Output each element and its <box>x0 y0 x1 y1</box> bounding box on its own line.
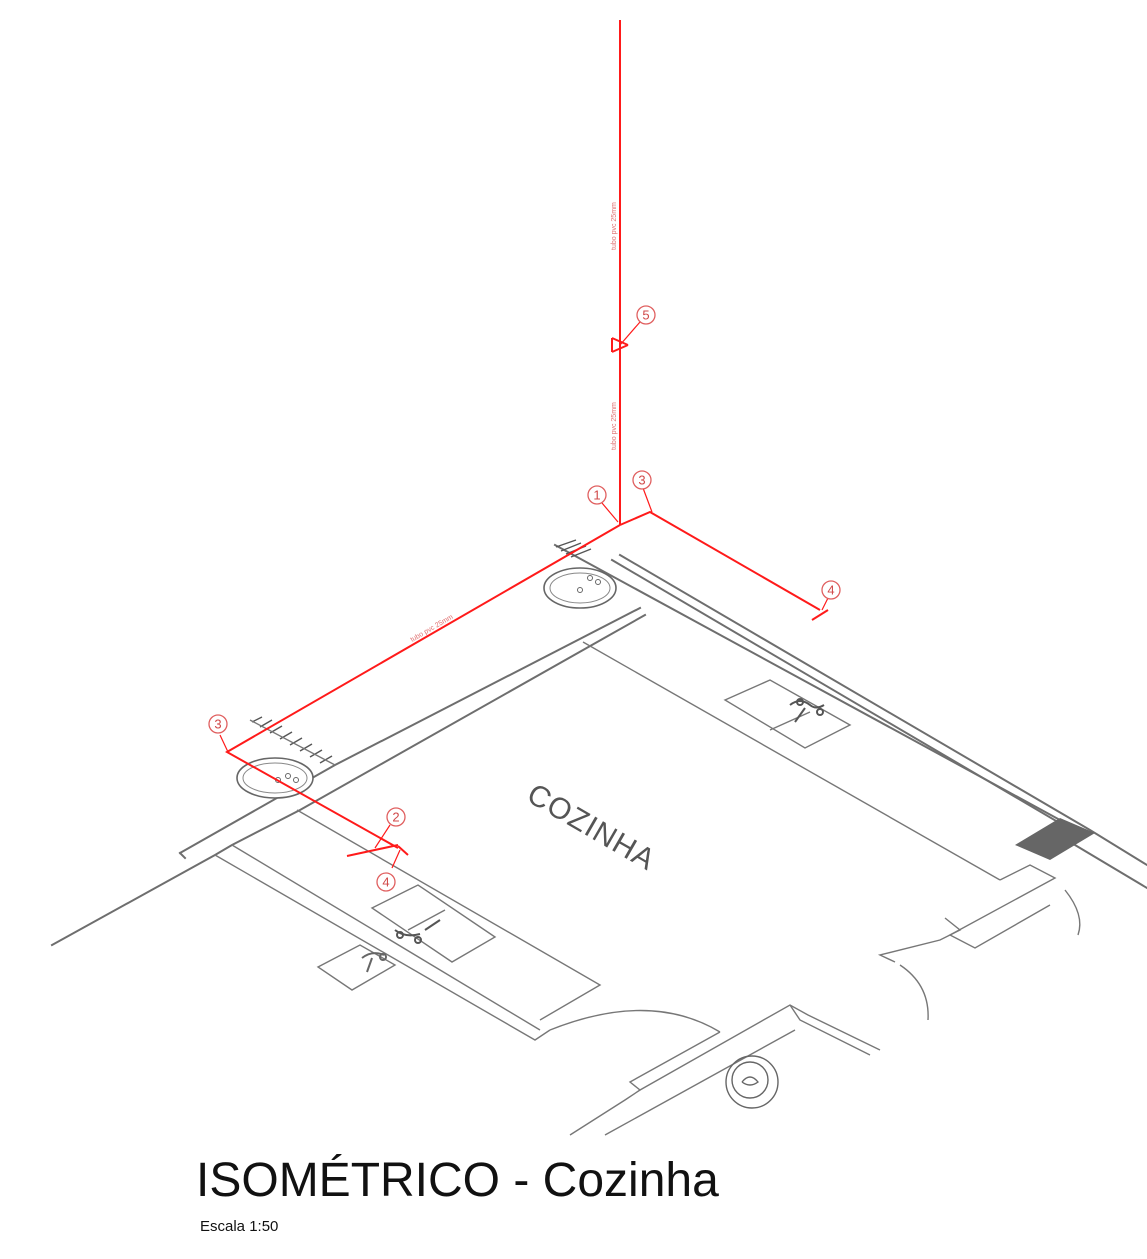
drawing-scale: Escala 1:50 <box>200 1218 279 1235</box>
tag-5: 5 <box>636 305 656 325</box>
door-jamb-right-2 <box>877 917 962 963</box>
svg-text:1: 1 <box>593 488 600 503</box>
back-wall-line-3 <box>1073 843 1147 890</box>
room-label: COZINHA <box>522 777 661 877</box>
counter-plate-right <box>723 679 852 749</box>
faucet-right-icon <box>789 698 825 723</box>
floor-drain-icon <box>725 1055 779 1109</box>
counter-plate-left-divider <box>407 909 446 931</box>
floor-edge-right <box>582 641 1001 881</box>
door-jamb-right <box>948 864 1057 949</box>
leader-2 <box>374 824 391 849</box>
pipe-end-lower <box>397 845 409 856</box>
leader-4-lower <box>391 849 401 869</box>
svg-text:4: 4 <box>382 875 389 890</box>
back-wall-inner <box>618 553 1147 867</box>
leader-1 <box>601 502 619 523</box>
tag-3-left: 3 <box>208 714 228 734</box>
door-jamb-bottom <box>628 1004 881 1091</box>
hatch-bottom <box>249 716 336 766</box>
svg-text:5: 5 <box>642 308 649 323</box>
tag-2: 2 <box>386 807 406 827</box>
door-jamb-bottom-2 <box>569 1089 641 1136</box>
pipe-branch-right <box>619 510 821 611</box>
tag-3-top: 3 <box>632 470 652 490</box>
pipe-label-upper: tubo pvc 25mm <box>611 202 618 250</box>
tag-4-top: 4 <box>821 580 841 600</box>
counter-plate-left <box>370 884 497 963</box>
counter-left-edge <box>214 854 551 1041</box>
valve-5-icon <box>611 337 629 353</box>
counter-left-front <box>296 809 602 1021</box>
pipe-label-lower: tubo pvc 25mm <box>611 402 618 450</box>
door-swing-bottom <box>549 1009 721 1033</box>
pipe-long-run <box>224 524 621 849</box>
front-wall-lower <box>50 613 647 947</box>
faucet-left-icon <box>394 919 441 944</box>
shower-plate <box>316 944 397 991</box>
drawing-title: ISOMÉTRICO - Cozinha <box>196 1154 719 1207</box>
front-wall-end <box>178 851 187 860</box>
floor-drain-block <box>1015 818 1095 860</box>
leader-3-top <box>642 487 653 513</box>
tag-1: 1 <box>587 485 607 505</box>
svg-text:4: 4 <box>827 583 834 598</box>
leader-4-top <box>821 597 829 611</box>
counter-plate-right-divider <box>769 711 811 731</box>
back-wall-inner-2 <box>610 558 1082 837</box>
hall-wall <box>789 1004 871 1056</box>
svg-text:3: 3 <box>638 473 645 488</box>
door-swing-right-2 <box>899 964 929 1021</box>
leader-5 <box>619 321 641 346</box>
sink-top-icon <box>543 567 617 609</box>
pipe-branch-right-end <box>811 609 829 621</box>
shower-faucet-icon <box>361 952 387 973</box>
svg-text:2: 2 <box>392 810 399 825</box>
door-swing-right <box>1064 889 1081 936</box>
hall-wall-2 <box>604 1029 796 1136</box>
piping: tubo pvc 25mm tubo pvc 25mm tubo pvc 25m… <box>219 20 829 869</box>
floor-edge-left <box>231 844 541 1031</box>
pipe-label-diagonal: tubo pvc 25mm <box>410 614 455 644</box>
svg-text:3: 3 <box>214 717 221 732</box>
pipe-stub-lower <box>346 844 399 857</box>
tag-4-lower: 4 <box>376 872 396 892</box>
leader-3-left <box>219 734 229 753</box>
